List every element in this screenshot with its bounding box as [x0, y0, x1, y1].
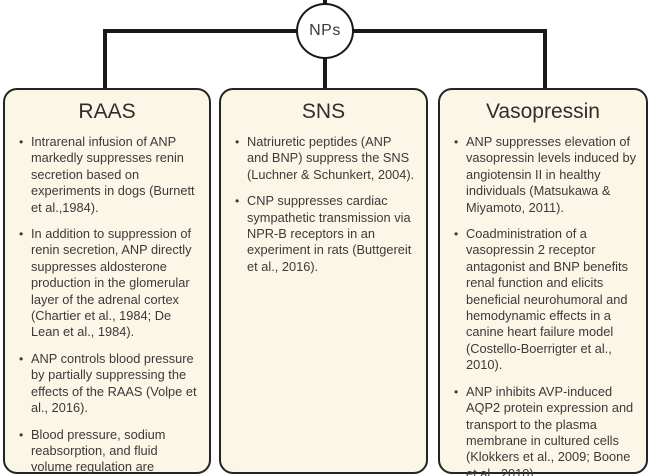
bullet-text: Blood pressure, sodium reabsorption, and…: [31, 426, 175, 476]
bullet-text: Intrarenal infusion of ANP markedly supp…: [31, 134, 195, 215]
bullet-icon: •: [454, 135, 459, 149]
bullet-item: • CNP suppresses cardiac sympathetic tra…: [235, 193, 416, 275]
connector-left-drop: [103, 29, 107, 90]
bullet-icon: •: [19, 227, 24, 242]
bullet-icon: •: [19, 351, 24, 366]
box-raas-bullet-list: • Intrarenal infusion of ANP markedly su…: [13, 134, 201, 476]
bullet-item: • ANP suppresses elevation of vasopressi…: [454, 134, 636, 216]
box-sns: SNS • Natriuretic peptides (ANP and BNP)…: [219, 88, 428, 474]
bullet-text: ANP controls blood pressure by partially…: [31, 350, 197, 416]
box-vasopressin-title: Vasopressin: [485, 100, 600, 123]
bullet-icon: •: [235, 194, 240, 209]
bullet-icon: •: [19, 427, 24, 442]
connector-center-drop: [323, 55, 327, 90]
bullet-item: • Intrarenal infusion of ANP markedly su…: [19, 134, 199, 216]
bullet-icon: •: [454, 384, 459, 399]
bullet-text: ANP suppresses elevation of vasopressin …: [466, 134, 637, 215]
box-vasopressin-bullet-list: • ANP suppresses elevation of vasopressi…: [448, 134, 638, 476]
bullet-icon: •: [235, 135, 240, 149]
root-node-label: NPs: [309, 22, 341, 39]
bullet-text: ANP inhibits AVP-induced AQP2 protein ex…: [466, 383, 634, 476]
bullet-icon: •: [454, 227, 459, 242]
bullet-text: Natriuretic peptides (ANP and BNP) suppr…: [247, 134, 415, 182]
bullet-item: • Coadministration of a vasopressin 2 re…: [454, 226, 636, 374]
bullet-text: In addition to suppression of renin secr…: [31, 226, 192, 340]
box-vasopressin: Vasopressin • ANP suppresses elevation o…: [438, 88, 648, 476]
bullet-icon: •: [19, 135, 24, 149]
bullet-item: • In addition to suppression of renin se…: [19, 226, 199, 341]
bullet-text: Coadministration of a vasopressin 2 rece…: [466, 226, 628, 373]
box-raas-title: RAAS: [78, 100, 136, 123]
bullet-item: • Blood pressure, sodium reabsorption, a…: [19, 427, 199, 476]
root-node-nps: NPs: [296, 3, 354, 59]
bullet-text: CNP suppresses cardiac sympathetic trans…: [247, 193, 412, 274]
box-sns-title: SNS: [301, 100, 346, 123]
connector-right-drop: [543, 29, 547, 90]
box-sns-bullet-list: • Natriuretic peptides (ANP and BNP) sup…: [229, 134, 418, 275]
bullet-item: • Natriuretic peptides (ANP and BNP) sup…: [235, 134, 416, 183]
bullet-item: • ANP controls blood pressure by partial…: [19, 351, 199, 417]
box-raas: RAAS • Intrarenal infusion of ANP marked…: [3, 88, 211, 476]
bullet-item: • ANP inhibits AVP-induced AQP2 protein …: [454, 384, 636, 476]
